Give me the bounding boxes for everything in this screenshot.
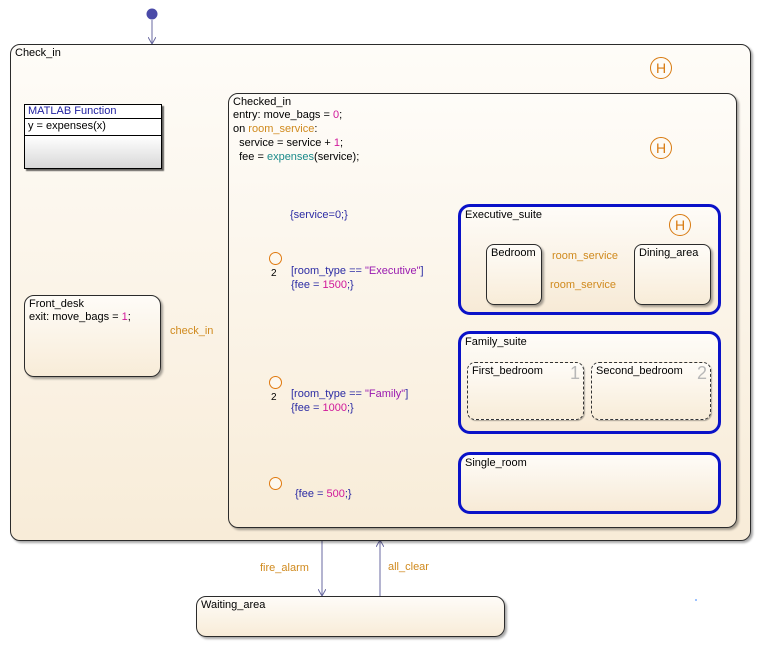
state-family-suite-title: Family_suite	[465, 336, 527, 348]
state-second-bedroom[interactable]: Second_bedroom 2	[591, 362, 711, 420]
service-init-label: {service=0;}	[290, 209, 348, 221]
matlab-function-block[interactable]: MATLAB Function y = expenses(x)	[24, 104, 162, 169]
history-junction-checked-in: H	[650, 137, 672, 159]
state-first-bedroom-title: First_bedroom	[472, 365, 543, 377]
state-checked-in-title: Checked_in	[233, 96, 292, 108]
state-checked-in-fee: fee = expenses(service);	[233, 151, 360, 163]
connective-junction-1[interactable]	[269, 252, 282, 265]
state-waiting-area[interactable]: Waiting_area	[196, 596, 505, 637]
room-service-to-bedroom-label: room_service	[550, 279, 617, 291]
state-front-desk[interactable]: Front_desk exit: move_bags = 1;	[24, 295, 161, 377]
matlab-function-signature: y = expenses(x)	[25, 118, 161, 134]
state-checked-in-entry: entry: move_bags = 0;	[233, 109, 343, 121]
fire-alarm-label: fire_alarm	[260, 562, 309, 574]
all-clear-label: all_clear	[388, 561, 429, 573]
executive-condition-label: [room_type == "Executive"]	[291, 265, 424, 277]
state-single-room-title: Single_room	[465, 457, 527, 469]
state-executive-suite-title: Executive_suite	[465, 209, 543, 221]
state-second-bedroom-title: Second_bedroom	[596, 365, 683, 377]
state-first-bedroom-order: 1	[569, 363, 580, 383]
state-dining-area-title: Dining_area	[639, 247, 699, 259]
state-front-desk-title: Front_desk	[29, 298, 85, 310]
state-check-in-title: Check_in	[15, 47, 61, 59]
state-dining-area[interactable]: Dining_area	[634, 244, 711, 305]
room-service-to-dining-label: room_service	[552, 250, 619, 262]
state-bedroom-title: Bedroom	[491, 247, 536, 259]
state-second-bedroom-order: 2	[696, 363, 707, 383]
default-transition-dot-top	[146, 8, 158, 20]
connective-junction-3[interactable]	[269, 477, 282, 490]
state-single-room[interactable]: Single_room	[458, 452, 721, 514]
family-condition-label: [room_type == "Family"]	[291, 388, 409, 400]
connective-junction-2[interactable]	[269, 376, 282, 389]
executive-fee-label: {fee = 1500;}	[291, 279, 354, 291]
state-front-desk-action: exit: move_bags = 1;	[29, 311, 131, 323]
check-in-label: check_in	[170, 325, 214, 337]
junction-2-order: 2	[271, 392, 277, 403]
state-checked-in-on: on room_service:	[233, 123, 318, 135]
family-fee-label: {fee = 1000;}	[291, 402, 354, 414]
history-junction-check-in: H	[650, 57, 672, 79]
history-junction-executive-suite: H	[669, 214, 691, 236]
matlab-function-header: MATLAB Function	[28, 105, 117, 117]
stray-dot	[695, 599, 697, 601]
junction-1-order: 2	[271, 268, 277, 279]
state-first-bedroom[interactable]: First_bedroom 1	[467, 362, 584, 420]
state-waiting-area-title: Waiting_area	[201, 599, 266, 611]
single-fee-label: {fee = 500;}	[295, 488, 352, 500]
state-checked-in-service: service = service + 1;	[233, 137, 344, 149]
state-bedroom[interactable]: Bedroom	[486, 244, 542, 305]
matlab-function-footer	[25, 135, 161, 168]
